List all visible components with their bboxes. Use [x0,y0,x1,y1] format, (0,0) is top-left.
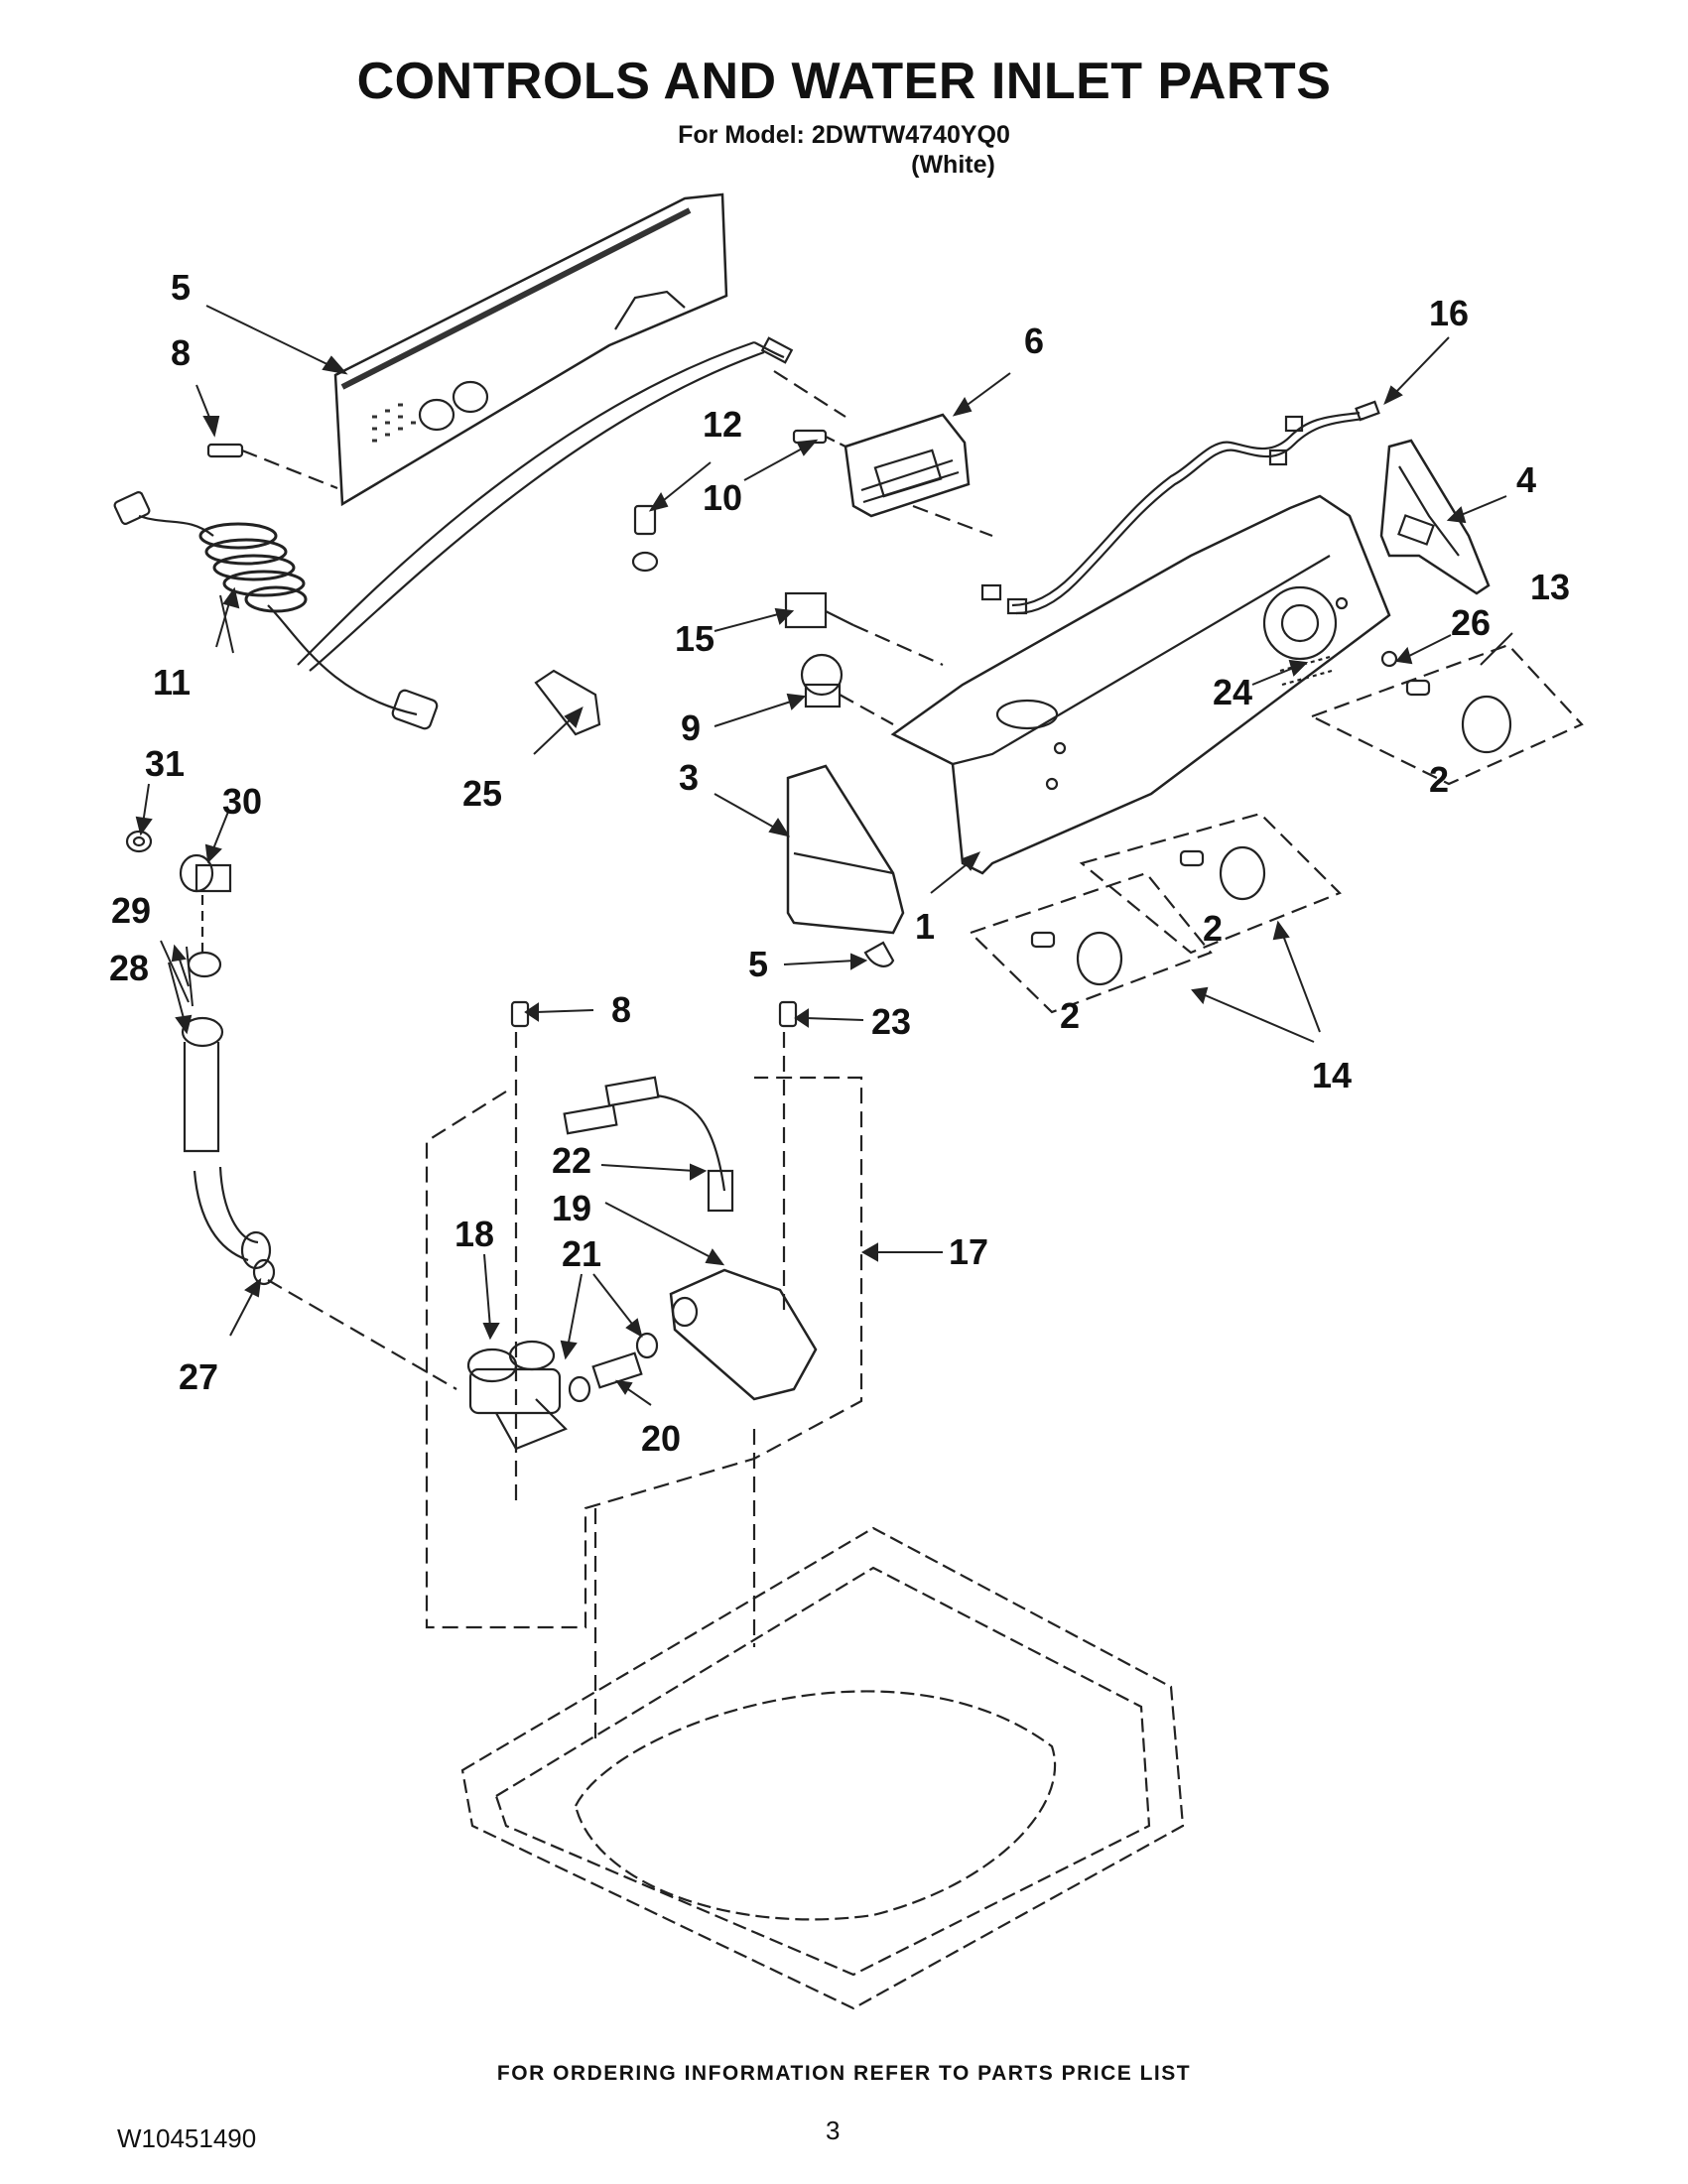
callout-4: 4 [1516,459,1536,500]
part-5-clip [863,941,895,967]
callout-19: 19 [552,1188,591,1228]
callout-3: 3 [679,757,699,798]
color-variant: (White) [911,151,995,179]
part-19-dispenser [669,1268,818,1401]
callout-14: 14 [1312,1055,1352,1095]
part-12-screw [631,504,659,573]
callout-22: 22 [552,1140,591,1181]
leader-arrows [135,305,1513,1406]
part-25-clip [534,669,601,736]
ordering-note: FOR ORDERING INFORMATION REFER TO PARTS … [496,2062,1192,2085]
callout-27: 27 [179,1356,218,1397]
callout-23: 23 [871,1001,911,1042]
part-6-control-board [773,370,993,538]
page-title: CONTROLS AND WATER INLET PARTS [356,53,1332,110]
callout-29: 29 [111,890,151,931]
callout-11: 11 [153,662,191,703]
callout-24: 24 [1213,672,1252,712]
callout-31: 31 [145,743,185,784]
valve-assembly-17 [425,1000,863,1746]
part-1-console [890,494,1391,875]
part-9-pressure-switch [800,653,894,725]
callout-28: 28 [109,948,149,988]
wire-harness [297,336,794,672]
callout-9: 9 [681,707,701,748]
callout-26: 26 [1451,602,1491,643]
callout-18: 18 [454,1214,494,1254]
knob-group-14 [968,812,1342,1014]
callout-labels: 5 8 11 12 10 6 16 4 13 26 24 2 15 9 3 25… [109,267,1570,1459]
callout-5: 5 [748,944,768,984]
part-16-harness [980,400,1380,615]
part-8-screw-upper [206,443,338,490]
washer-top [460,1526,1185,2010]
callout-12: 12 [703,404,742,445]
model-line: For Model: 2DWTW4740YQ0 [678,121,1010,149]
callout-16: 16 [1429,293,1469,333]
callout-21: 21 [562,1233,601,1274]
callout-17: 17 [949,1231,988,1272]
callout-15: 15 [675,618,714,659]
callout-2-left: 2 [1060,995,1080,1036]
part-7-rear-panel [333,193,728,507]
callout-25: 25 [462,773,502,814]
callout-7: 5 [171,267,191,308]
knob-group-13 [1309,643,1584,786]
callout-8-upper: 8 [171,332,191,373]
callout-30: 30 [222,781,262,822]
page-number: 3 [826,2116,841,2145]
part-18-valve [466,1332,659,1451]
callout-8-lower: 8 [611,989,631,1030]
callout-2-right: 2 [1429,759,1449,800]
document-number: W10451490 [117,2123,257,2153]
callout-13: 13 [1530,567,1570,607]
inlet-parts [125,830,457,1390]
callout-2-middle: 2 [1203,908,1223,949]
callout-6: 6 [1024,321,1044,361]
part-3-cover [786,764,905,935]
callout-1: 1 [915,906,935,947]
part-15-switch [784,591,944,667]
part-11-power-cord [113,491,439,730]
callout-20: 20 [641,1418,681,1459]
part-22-harness [563,1076,734,1213]
part-4-end-cap [1379,439,1491,595]
callout-10: 10 [703,477,742,518]
